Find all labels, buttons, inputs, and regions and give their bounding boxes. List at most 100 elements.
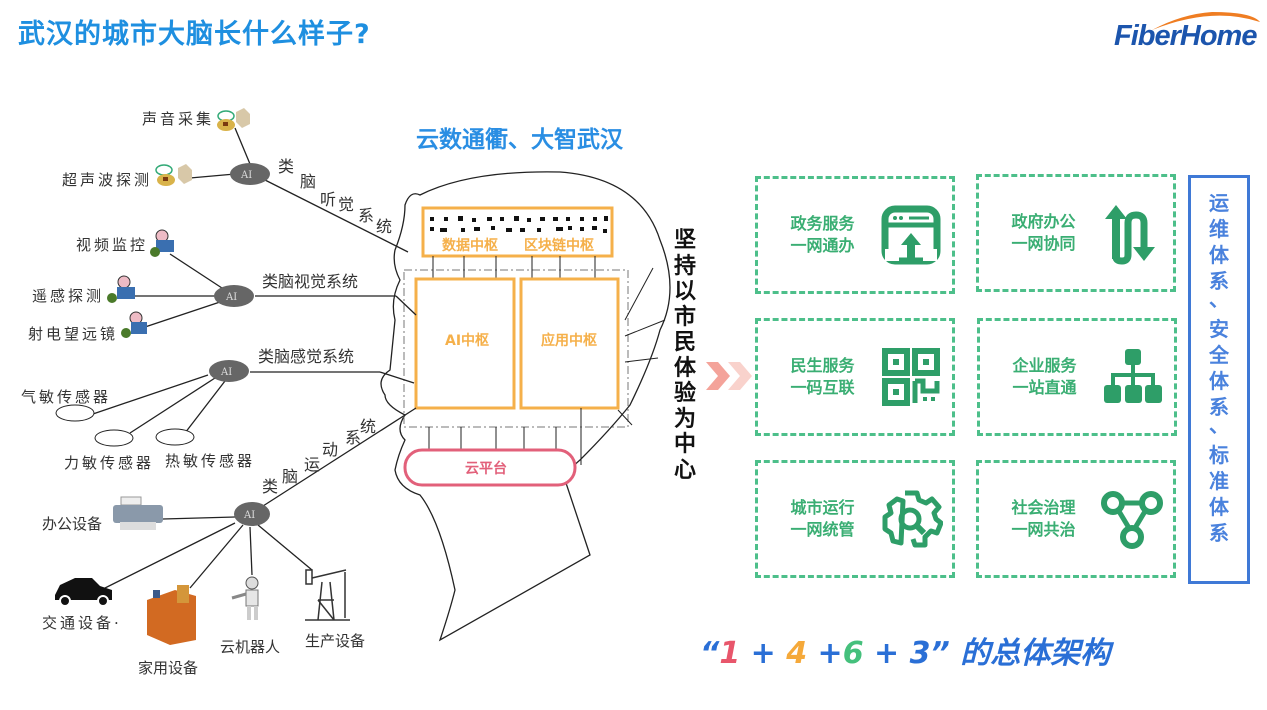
system-label-sensing: 类脑感觉系统 — [258, 347, 354, 366]
cloud-platform-box — [403, 448, 577, 487]
vertical-char: 系 — [1209, 521, 1229, 545]
app-hub-box — [519, 277, 620, 410]
card-title: 城市运行 — [790, 498, 855, 517]
device-heat-sensor: 热敏传感器 — [165, 452, 256, 470]
network-lines — [89, 127, 417, 594]
open-quote: “ — [700, 636, 720, 671]
vertical-char: 体 — [1209, 243, 1229, 267]
number-3: 3 — [909, 636, 931, 671]
slogan-title: 云数通衢、大智武汉 — [416, 127, 623, 153]
service-card-city-operations[interactable]: 城市运行一网统管 — [755, 460, 955, 578]
number-4: 4 — [786, 636, 808, 671]
force-sensor-icon — [94, 429, 134, 447]
motto-vertical: 坚持以市民体验为中心 — [670, 228, 700, 483]
network-nodes-icon — [1101, 491, 1163, 549]
vertical-char: 运 — [1209, 191, 1229, 215]
robot-icon — [231, 576, 259, 620]
gas-sensor-icon — [55, 404, 95, 422]
card-title: 政府办公 — [1011, 212, 1076, 231]
vertical-char: 体 — [1209, 495, 1229, 519]
app-hub-label: 应用中枢 — [541, 332, 597, 349]
vertical-char: 民 — [673, 330, 696, 355]
architecture-suffix: 的总体架构 — [949, 636, 1111, 671]
vertical-char: 维 — [1209, 217, 1229, 241]
card-subtitle: 一网协同 — [1011, 234, 1076, 253]
ai-hub-box — [414, 277, 516, 410]
sound-sensor-icon — [217, 108, 250, 131]
number-6: 6 — [842, 636, 864, 671]
device-force-sensor: 力敏传感器 — [64, 454, 155, 472]
system-label-vision: 类脑视觉系统 — [262, 272, 358, 291]
device-sound-collection: 声音采集 — [142, 110, 215, 128]
blockchain-hub-label: 区块链中枢 — [524, 237, 594, 254]
svg-text:统: 统 — [376, 217, 392, 236]
device-traffic: 交通设备· — [42, 614, 122, 632]
vertical-char: 心 — [673, 457, 696, 483]
svg-text:AI: AI — [243, 510, 255, 521]
ai-node-sensing: AI — [209, 360, 249, 382]
vertical-char: 体 — [673, 355, 696, 381]
card-title: 社会治理 — [1011, 498, 1076, 517]
fiberhome-logo: FiberHome — [1112, 8, 1262, 58]
card-subtitle: 一网共治 — [1011, 520, 1076, 539]
ai-node-vision: AI — [214, 285, 254, 307]
service-card-social-governance[interactable]: 社会治理一网共治 — [976, 460, 1176, 578]
ai-node-motion: AI — [234, 502, 270, 526]
card-subtitle: 一网统管 — [790, 520, 855, 539]
vertical-char: 系 — [1209, 269, 1229, 293]
data-hub-label: 数据中枢 — [442, 237, 498, 254]
device-remote-sensing: 遥感探测 — [32, 287, 105, 305]
card-title: 企业服务 — [1012, 356, 1077, 375]
vertical-char: 、 — [1209, 287, 1229, 311]
vertical-char: 安 — [1209, 317, 1229, 341]
svg-text:AI: AI — [225, 292, 237, 303]
device-household: 家用设备 — [138, 659, 199, 677]
vertical-char: 全 — [1209, 343, 1229, 367]
vertical-char: 准 — [1209, 469, 1229, 493]
service-card-public-services[interactable]: 民生服务一码互联 — [755, 318, 955, 436]
chevron-right-icon — [706, 362, 752, 390]
oil-pump-icon — [305, 569, 350, 621]
plus-sign: + — [740, 636, 787, 671]
vertical-char: 坚 — [673, 228, 696, 253]
household-box-icon — [147, 585, 196, 645]
number-1: 1 — [719, 636, 741, 671]
svg-text:系: 系 — [345, 428, 361, 447]
plus-sign: + — [863, 636, 910, 671]
svg-text:AI: AI — [240, 170, 252, 181]
page-title: 武汉的城市大脑长什么样子? — [18, 19, 371, 50]
svg-text:听: 听 — [320, 190, 336, 209]
card-title: 政务服务 — [790, 214, 855, 233]
card-subtitle: 一码互联 — [790, 378, 855, 397]
vertical-char: 持 — [673, 253, 696, 279]
svg-text:统: 统 — [360, 417, 376, 436]
svg-text:类: 类 — [278, 157, 294, 176]
service-card-enterprise-services[interactable]: 企业服务一站直通 — [977, 318, 1177, 436]
device-radio-telescope: 射电望远镜 — [28, 325, 119, 343]
svg-text:运: 运 — [304, 455, 320, 474]
head-outline — [380, 171, 671, 642]
svg-text:脑: 脑 — [300, 172, 316, 191]
ultrasonic-sensor-icon — [155, 164, 192, 186]
printer-icon — [113, 496, 163, 530]
browser-upload-icon — [881, 205, 941, 265]
card-title: 民生服务 — [790, 356, 855, 375]
vertical-char: 体 — [1209, 369, 1229, 393]
service-card-gov-office[interactable]: 政府办公一网协同 — [976, 174, 1176, 292]
device-gas-sensor: 气敏传感器 — [21, 388, 112, 406]
remote-camera-icon — [107, 275, 135, 303]
logo-swoosh-icon — [1152, 12, 1260, 30]
vertical-char: 系 — [1209, 395, 1229, 419]
vertical-char: 验 — [673, 381, 696, 406]
qr-code-icon — [882, 348, 940, 406]
heat-sensor-icon — [155, 428, 195, 446]
vertical-char: 市 — [673, 304, 696, 330]
city-brain-diagram: 数据中枢 区块链中枢 AI中枢 应用中枢 云平台 — [55, 108, 671, 645]
car-icon — [55, 578, 112, 607]
card-subtitle: 一网通办 — [790, 236, 855, 255]
logo-text: FiberHome — [1114, 20, 1257, 52]
svg-text:动: 动 — [322, 440, 338, 459]
service-card-gov-services[interactable]: 政务服务一网通办 — [755, 176, 955, 294]
device-video-surveillance: 视频监控 — [76, 236, 149, 254]
device-office: 办公设备 — [42, 515, 103, 533]
